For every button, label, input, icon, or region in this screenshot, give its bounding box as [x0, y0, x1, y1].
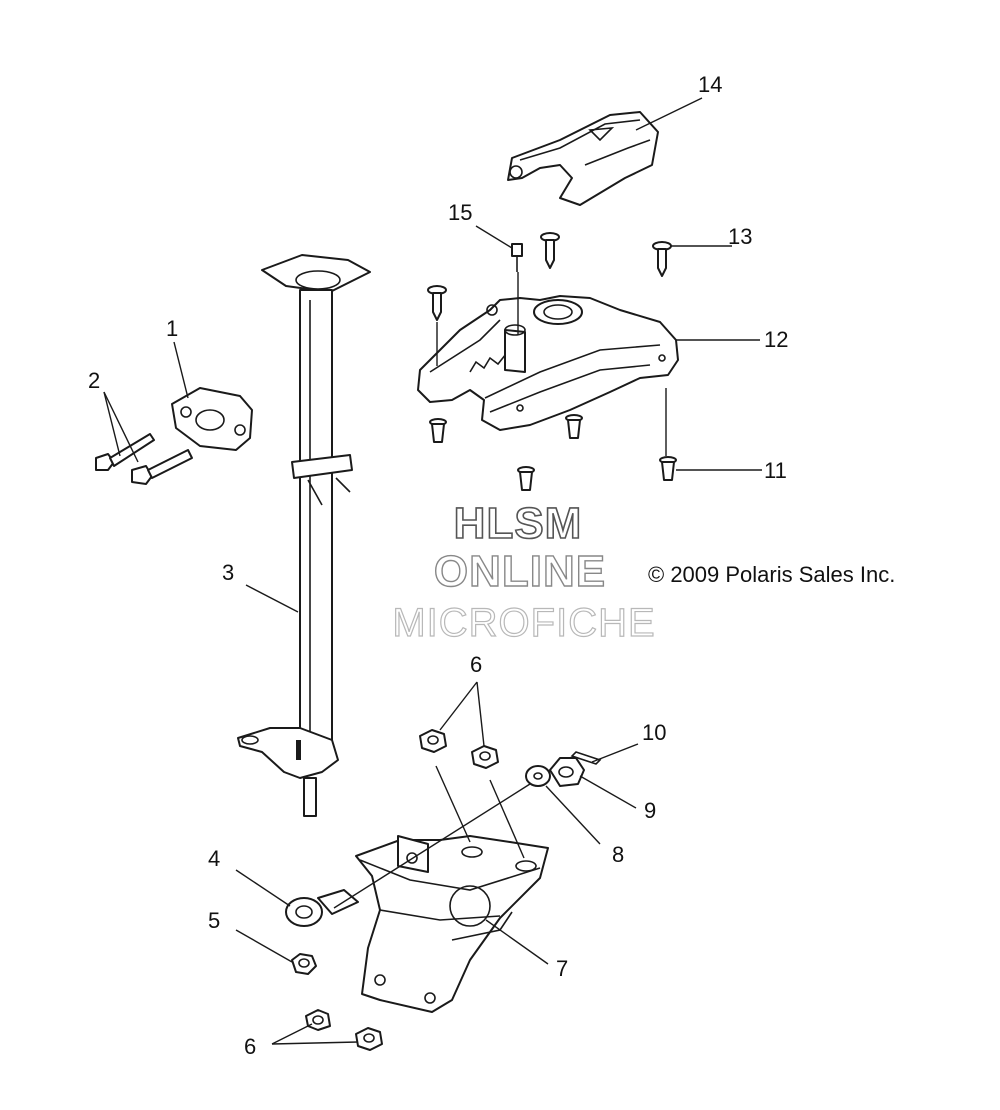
part-7-bracket: [355, 835, 549, 1013]
watermark-line-2: ONLINE: [434, 547, 606, 596]
watermark-line-3: MICROFICHE: [392, 601, 655, 645]
callout-8: 8: [612, 842, 624, 867]
part-6-nuts: [305, 729, 499, 1051]
part-14-shift-cover: [507, 111, 659, 206]
part-12-shifter-housing: [417, 295, 679, 431]
callout-labels: 1 2 3 4 5 6 6 7 8 9 10 11 12 13 14 15: [88, 72, 788, 1059]
callout-5: 5: [208, 908, 220, 933]
part-1-clamp: [171, 387, 253, 451]
callout-4: 4: [208, 846, 220, 871]
callout-7: 7: [556, 956, 568, 981]
callout-9: 9: [644, 798, 656, 823]
part-13-screws: [427, 232, 672, 321]
callout-2: 2: [88, 368, 100, 393]
callout-6-upper: 6: [470, 652, 482, 677]
part-11-well-nuts: [429, 414, 677, 491]
callout-3: 3: [222, 560, 234, 585]
callout-15: 15: [448, 200, 472, 225]
part-10-cotter-pin: [570, 751, 602, 765]
part-3-shift-column: [237, 254, 371, 817]
watermark-line-1: HLSM: [454, 499, 583, 548]
part-4-rod-end: [285, 889, 359, 927]
leader-lines: [103, 97, 762, 1045]
part-2-bolts: [95, 433, 193, 485]
callout-13: 13: [728, 224, 752, 249]
copyright-notice: © 2009 Polaris Sales Inc.: [648, 562, 895, 587]
part-9-castle-nut: [549, 757, 585, 787]
callout-11: 11: [764, 458, 787, 483]
callout-14: 14: [698, 72, 722, 97]
part-5-nut: [291, 953, 317, 975]
callout-6-lower: 6: [244, 1034, 256, 1059]
callout-1: 1: [166, 316, 178, 341]
callout-12: 12: [764, 327, 788, 352]
watermark: HLSM ONLINE MICROFICHE: [392, 498, 656, 645]
part-15-screw: [511, 243, 523, 272]
part-8-washer: [525, 765, 551, 787]
callout-10: 10: [642, 720, 666, 745]
